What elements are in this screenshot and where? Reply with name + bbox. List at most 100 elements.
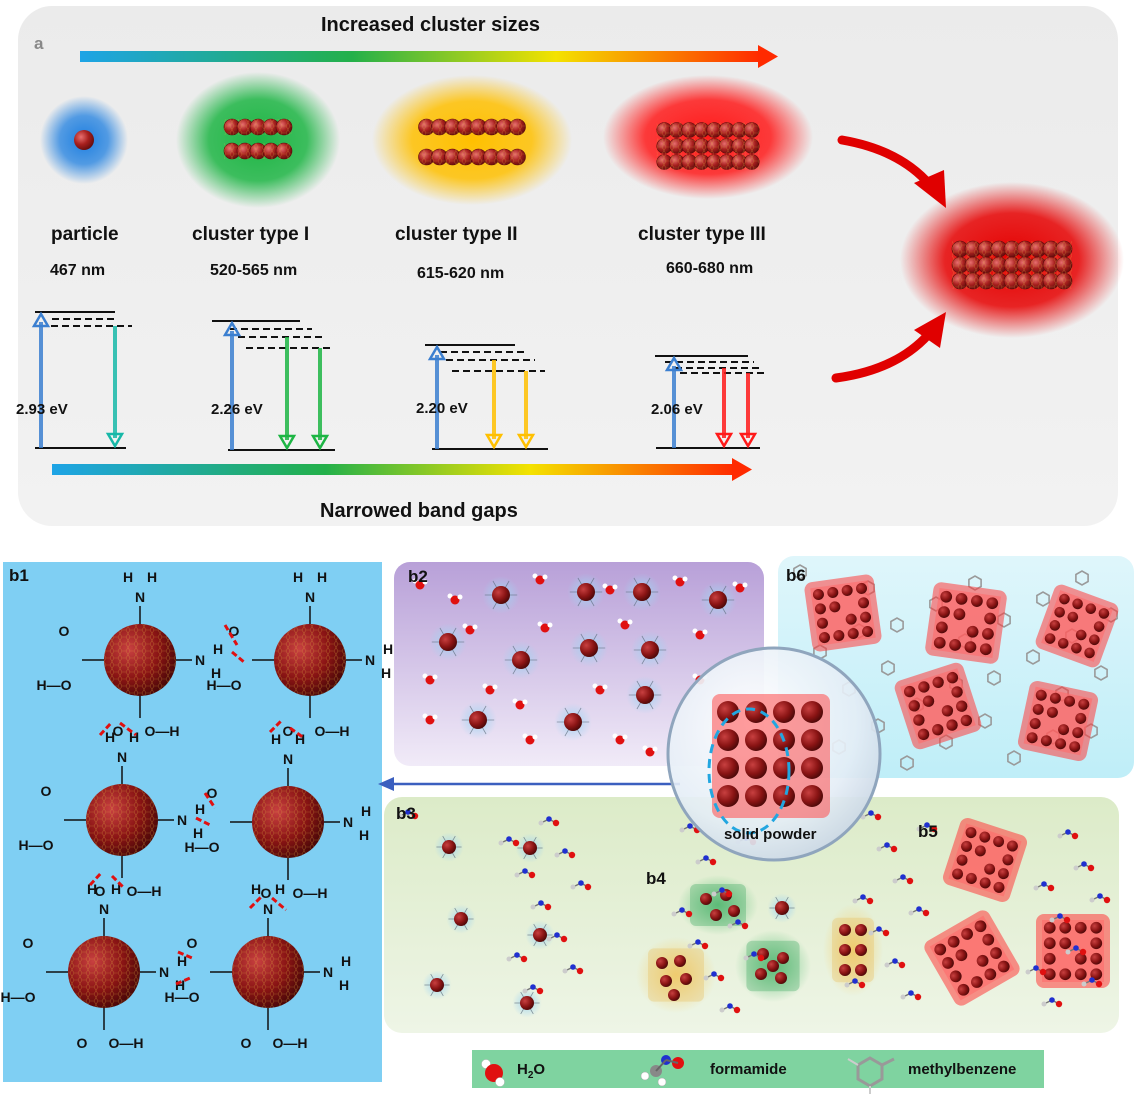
b5-cluster-1 bbox=[942, 817, 1028, 903]
b2-carbon-dot-3 bbox=[623, 573, 661, 611]
b6-methylbenzene-10 bbox=[1026, 649, 1040, 665]
cluster-type-1-glow bbox=[176, 72, 340, 208]
svg-text:O—H: O—H bbox=[273, 1035, 308, 1051]
b1-hydrogen-bond-12 bbox=[271, 896, 287, 912]
b1-hydrogen-bond-7 bbox=[203, 792, 217, 809]
svg-text:N: N bbox=[177, 812, 187, 828]
b6-methylbenzene-aggregates bbox=[793, 564, 1119, 771]
legend-water-label: H2O bbox=[517, 1061, 546, 1081]
b6-methylbenzene-27 bbox=[1075, 570, 1089, 586]
legend-methylbenzene-label: methylbenzene bbox=[908, 1061, 1017, 1078]
svg-text:H: H bbox=[341, 953, 351, 969]
b6-cluster-5 bbox=[1017, 680, 1099, 762]
lens-dot-4 bbox=[717, 785, 739, 807]
b1-hydrogen-bond-13 bbox=[177, 950, 193, 960]
formamide-37 bbox=[1025, 965, 1047, 976]
panel-b2-label: b2 bbox=[408, 567, 428, 586]
formamide-19 bbox=[711, 887, 733, 898]
svg-text:H: H bbox=[111, 881, 121, 897]
solid-powder-label: solid powder bbox=[724, 826, 817, 843]
formamide-32 bbox=[860, 810, 882, 821]
b3-carbon-dot-6 bbox=[512, 988, 542, 1018]
svg-text:N: N bbox=[263, 901, 273, 917]
energy-diagram-cluster-type-2-excitation-arrow bbox=[427, 344, 447, 449]
energy-diagram-cluster-type-3-emission-arrow-2 bbox=[738, 373, 758, 449]
formamide-36 bbox=[852, 894, 874, 905]
formamide-13 bbox=[1073, 861, 1095, 872]
energy-diagram-cluster-type-2-emission-arrow-2 bbox=[516, 371, 536, 450]
svg-text:H: H bbox=[361, 803, 371, 819]
svg-text:N: N bbox=[283, 751, 293, 767]
formamide-14 bbox=[546, 932, 568, 943]
top-arrow-label: Increased cluster sizes bbox=[321, 14, 541, 36]
svg-text:H: H bbox=[381, 665, 391, 681]
b2-water-17 bbox=[612, 733, 628, 745]
b2-water-15 bbox=[422, 713, 438, 725]
svg-text:O: O bbox=[241, 1035, 252, 1051]
lens-dot-8 bbox=[745, 785, 767, 807]
formamide-9 bbox=[1081, 977, 1103, 988]
svg-text:H: H bbox=[213, 641, 223, 657]
energy-diagram-cluster-type-3 bbox=[655, 355, 766, 449]
legend-bar bbox=[472, 1050, 1044, 1088]
svg-text:H: H bbox=[383, 641, 393, 657]
svg-text:H: H bbox=[105, 729, 115, 745]
b6-cluster-2 bbox=[925, 582, 1007, 664]
lens-dot-14 bbox=[801, 729, 823, 751]
arrow-to-b1 bbox=[378, 777, 680, 791]
b2-carbon-dot-9 bbox=[459, 701, 497, 739]
lens-dot-5 bbox=[745, 701, 767, 723]
cluster-spheres bbox=[223, 118, 1073, 290]
formamide-24 bbox=[876, 842, 898, 853]
b3-carbon-dot-3 bbox=[446, 904, 476, 934]
b2-carbon-dot-4 bbox=[699, 581, 737, 619]
formamide-27 bbox=[695, 855, 717, 866]
formamide-5 bbox=[1089, 893, 1111, 904]
panel-a-label: a bbox=[34, 34, 44, 53]
narrowed-gap-arrow bbox=[52, 458, 752, 481]
svg-text:O—H: O—H bbox=[145, 723, 180, 739]
formamide-20 bbox=[884, 958, 906, 969]
b6-cluster-3 bbox=[1035, 584, 1119, 668]
energy-diagram-cluster-type-2 bbox=[425, 344, 548, 450]
band-gap-cluster-type-2: 2.20 eV bbox=[416, 400, 468, 417]
b3-carbon-dot-5 bbox=[422, 970, 452, 1000]
formamide-3 bbox=[743, 951, 765, 962]
wavelength-particle: 467 nm bbox=[50, 262, 106, 279]
formamide-11 bbox=[727, 919, 749, 930]
formamide-38 bbox=[498, 836, 520, 847]
svg-text:H—O: H—O bbox=[1, 989, 36, 1005]
formamide-18 bbox=[538, 816, 560, 827]
b6-cluster-1 bbox=[804, 574, 882, 652]
svg-text:H: H bbox=[339, 977, 349, 993]
lens-dot-7 bbox=[745, 757, 767, 779]
panel-b5-label: b5 bbox=[918, 822, 938, 841]
b2-water-1 bbox=[412, 578, 428, 590]
lens-dot-6 bbox=[745, 729, 767, 751]
formamide-8 bbox=[908, 906, 930, 917]
result-cluster-layer-top bbox=[951, 240, 1073, 258]
b2-carbon-dot-5 bbox=[429, 623, 467, 661]
b2-carbon-dot-6 bbox=[502, 641, 540, 679]
svg-text:H: H bbox=[195, 801, 205, 817]
svg-text:O—H: O—H bbox=[127, 883, 162, 899]
b2-water-12 bbox=[482, 683, 498, 695]
b2-water-3 bbox=[532, 573, 548, 585]
lens-dot-11 bbox=[773, 757, 795, 779]
methylbenzene-molecule-icon bbox=[847, 1056, 895, 1094]
b2-water-2 bbox=[447, 593, 463, 605]
wavelength-cluster-type-2: 615-620 nm bbox=[417, 265, 505, 282]
b1-hydrogen-bond-10 bbox=[110, 874, 126, 890]
lens-dot-15 bbox=[801, 757, 823, 779]
formamide-31 bbox=[687, 939, 709, 950]
b2-water-7 bbox=[462, 623, 478, 635]
svg-text:O: O bbox=[41, 783, 52, 799]
b1-hydrogen-bond-11 bbox=[248, 894, 264, 910]
formamide-40 bbox=[844, 978, 866, 989]
curved-arrow-bottom bbox=[831, 312, 946, 383]
b2-water-18 bbox=[642, 745, 658, 757]
band-gap-cluster-type-3: 2.06 eV bbox=[651, 401, 703, 418]
cluster-type-2-layer-bottom bbox=[418, 148, 526, 166]
b6-methylbenzene-23 bbox=[1007, 750, 1021, 766]
